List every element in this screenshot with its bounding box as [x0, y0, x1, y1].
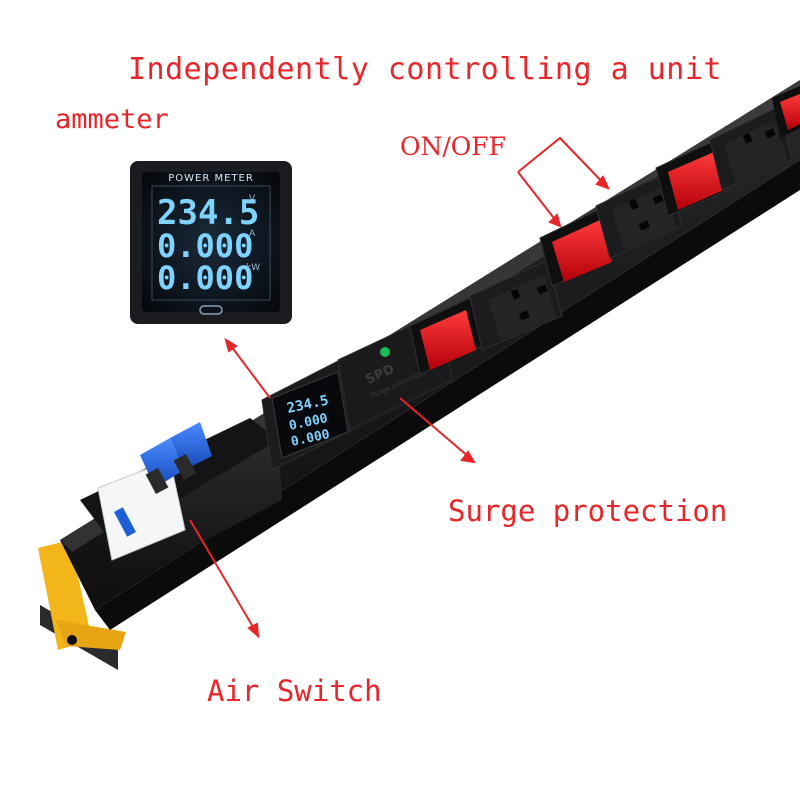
rocker-switch-4 [780, 94, 800, 130]
ammeter-power: 0.000 [157, 259, 253, 297]
ammeter-current: 0.000 [157, 227, 253, 265]
ammeter-arrowhead [224, 337, 238, 353]
air-switch-breaker [97, 422, 212, 561]
mounting-bracket [38, 540, 126, 670]
unit-voltage: V [249, 194, 256, 204]
small-power-meter: 234.5 0.000 0.000 [271, 371, 349, 459]
annotation-arrows [189, 136, 610, 639]
ammeter-voltage: 234.5 [157, 193, 259, 233]
onoff-arrowhead-right [595, 175, 610, 190]
ammeter-panel: POWER METER 234.5 0.000 0.000 V A kW [130, 161, 292, 324]
power-meter-header: POWER METER [168, 173, 254, 184]
onoff-label: ON/OFF [400, 132, 506, 161]
meter-button-icon [199, 305, 223, 315]
spd-indicator-light [380, 347, 390, 357]
rocker-switch-1 [420, 310, 476, 370]
onoff-arrowhead-left [548, 213, 562, 228]
ammeter-label: ammeter [55, 104, 169, 135]
socket-modules [409, 86, 800, 375]
unit-current: A [249, 229, 256, 239]
rocker-switch-3 [668, 152, 724, 210]
unit-power: kW [246, 263, 260, 273]
rocker-switch-2 [552, 220, 612, 282]
surge-protection-label: Surge protection [448, 494, 728, 528]
air-switch-label: Air Switch [207, 674, 382, 708]
headline-label: Independently controlling a unit [128, 52, 722, 87]
onoff-pointer-line [517, 136, 609, 189]
surge-arrowhead [460, 450, 476, 464]
air-switch-arrowhead [247, 622, 260, 639]
